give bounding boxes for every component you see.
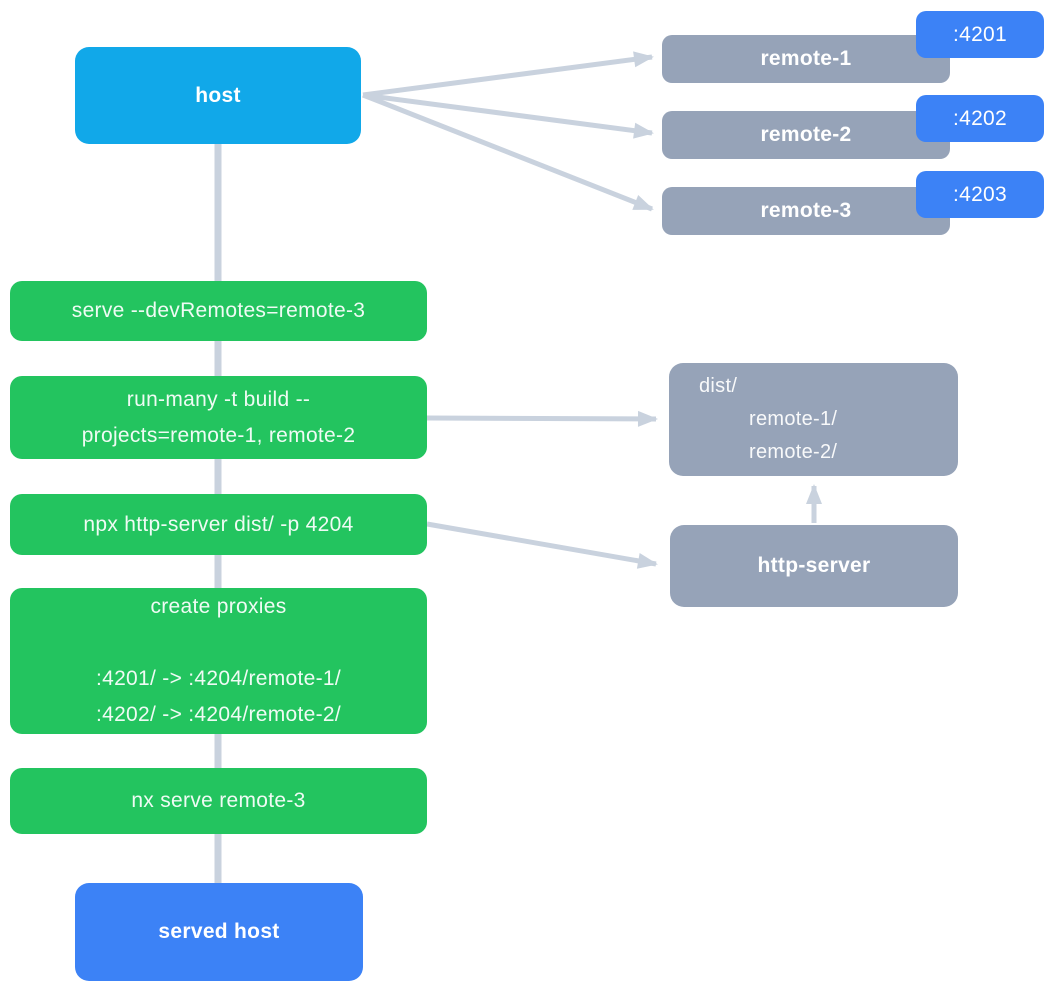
step-create-proxies-rule2: :4202/ -> :4204/remote-2/ [95, 703, 342, 726]
step-nx-serve-remote3-label: nx serve remote-3 [131, 789, 306, 812]
step-nx-serve-remote3: nx serve remote-3 [10, 768, 427, 834]
port-badge-4201-label: :4201 [952, 22, 1008, 46]
served-host-label: served host [158, 920, 280, 943]
step-run-many-build: run-many -t build -- projects=remote-1, … [10, 376, 427, 459]
port-badge-4203: :4203 [916, 171, 1044, 218]
step-npx-http-server: npx http-server dist/ -p 4204 [10, 494, 427, 555]
port-badge-4202: :4202 [916, 95, 1044, 142]
edge-host-remote-1 [362, 51, 654, 98]
port-badge-4201: :4201 [916, 11, 1044, 58]
step-create-proxies-rule1: :4201/ -> :4204/remote-1/ [95, 667, 342, 690]
host-label: host [195, 83, 241, 107]
edge-httpcmd-httpserver [426, 521, 658, 569]
dist-folder-root: dist/ [699, 375, 738, 397]
node-remote-1: remote-1 [662, 35, 950, 83]
step-serve-devremotes-label: serve --devRemotes=remote-3 [71, 299, 366, 322]
remote-3-label: remote-3 [760, 199, 852, 222]
remote-2-label: remote-2 [760, 123, 852, 146]
node-remote-2: remote-2 [662, 111, 950, 159]
port-badge-4203-label: :4203 [952, 182, 1008, 206]
edge-host-remote-2 [362, 92, 654, 139]
step-run-many-build-line2: projects=remote-1, remote-2 [81, 423, 356, 447]
step-npx-http-server-label: npx http-server dist/ -p 4204 [83, 512, 354, 536]
step-create-proxies-title: create proxies [150, 595, 287, 618]
http-server-label: http-server [757, 554, 871, 577]
dist-folder-remote-2: remote-2/ [749, 441, 838, 463]
step-create-proxies: create proxies :4201/ -> :4204/remote-1/… [10, 588, 427, 734]
edge-host-remote-3 [362, 92, 654, 212]
edge-build-dist [426, 410, 658, 427]
node-host: host [75, 47, 361, 144]
node-dist-folder: dist/ remote-1/ remote-2/ [669, 363, 958, 476]
remote-1-label: remote-1 [760, 47, 852, 70]
step-run-many-build-line1: run-many -t build -- [126, 387, 311, 411]
step-serve-devremotes: serve --devRemotes=remote-3 [10, 281, 427, 341]
node-remote-3: remote-3 [662, 187, 950, 235]
node-http-server: http-server [670, 525, 958, 607]
dist-folder-remote-1: remote-1/ [749, 408, 838, 430]
port-badge-4202-label: :4202 [952, 106, 1008, 130]
node-served-host: served host [75, 883, 363, 981]
